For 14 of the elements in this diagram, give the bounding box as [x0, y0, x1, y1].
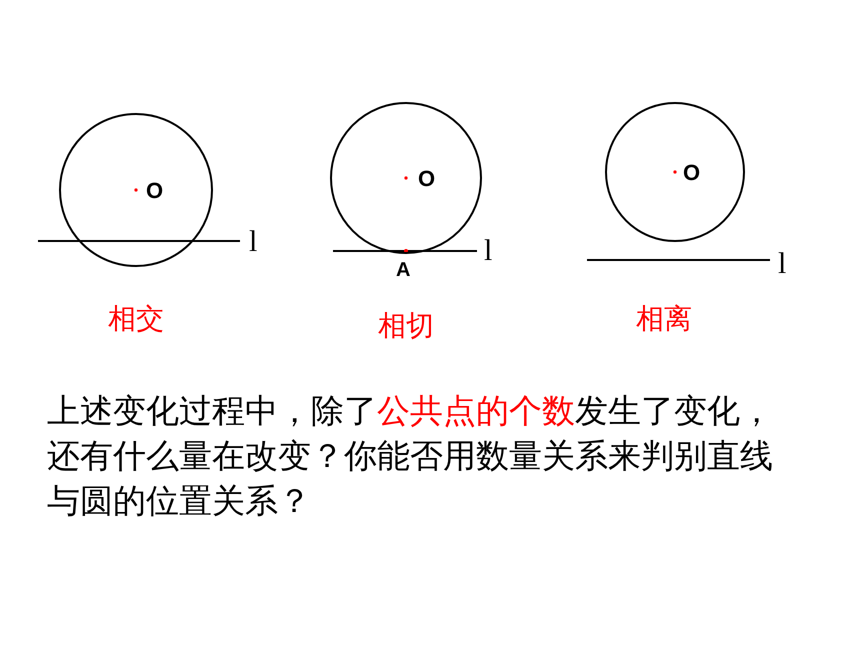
center-label: O [418, 168, 436, 190]
center-label: O [146, 180, 164, 202]
circle [330, 102, 482, 254]
question-text: 上述变化过程中，除了公共点的个数发生了变化，还有什么量在改变？你能否用数量关系来判别直线与圆的位置关系？ [47, 390, 774, 522]
line-label: l [484, 236, 492, 266]
relation-label: 相交 [108, 305, 164, 333]
circle [605, 102, 745, 242]
relation-label: 相离 [636, 305, 692, 333]
relation-label: 相切 [378, 312, 434, 340]
point-label: A [396, 260, 410, 280]
line-label: l [778, 249, 786, 279]
circle [59, 113, 213, 267]
line-label: l [249, 227, 258, 257]
center-label: O [683, 162, 700, 184]
